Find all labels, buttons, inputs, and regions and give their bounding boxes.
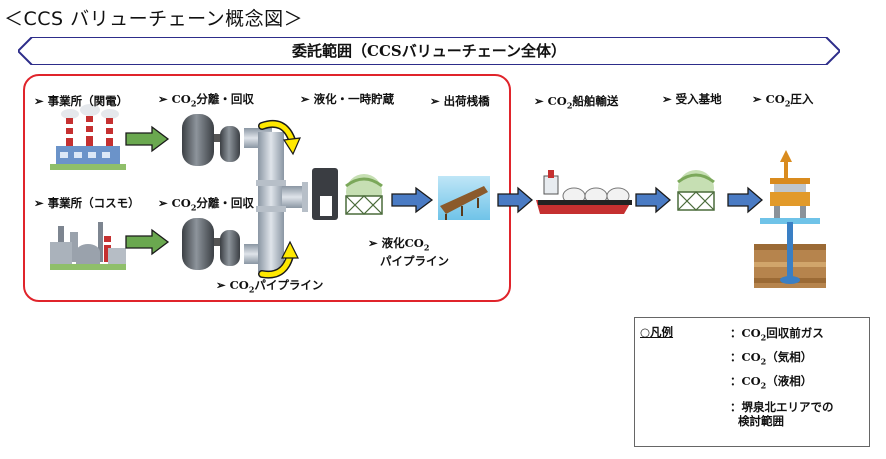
label-separation-2: ➢ CO2分離・回収 <box>158 196 254 213</box>
liquefaction-unit-icon <box>312 168 338 220</box>
legend-item-gas-phase: ：CO2（気相） <box>730 350 813 367</box>
label-pier: ➢ 出荷桟橋 <box>430 94 490 108</box>
separation-unit-1-icon <box>182 114 240 166</box>
pier-icon <box>438 176 490 220</box>
blue-arrow-1 <box>391 186 434 214</box>
yellow-arrow-1 <box>258 119 301 156</box>
legend-item-liquid-phase: ：CO2（液相） <box>730 374 813 391</box>
blue-arrow-4 <box>727 186 763 214</box>
injection-reservoir-icon <box>754 222 826 288</box>
lng-ship-icon <box>536 170 632 214</box>
label-injection: ➢ CO2圧入 <box>752 92 814 109</box>
label-gas-pipeline: ➢ CO2パイプライン <box>216 278 324 295</box>
blue-arrow-2 <box>497 186 533 214</box>
scope-band-label: 委託範囲（CCSバリューチェーン全体） <box>292 42 566 60</box>
storage-tank-1-icon <box>345 174 383 215</box>
yellow-arrow-2 <box>258 240 299 279</box>
legend-title: ○凡例 <box>640 325 674 339</box>
label-liquefaction: ➢ 液化・一時貯蔵 <box>300 92 395 106</box>
label-shipping: ➢ CO2船舶輸送 <box>534 94 619 111</box>
green-arrow-1 <box>125 125 170 153</box>
separation-unit-2-icon <box>182 218 240 270</box>
page-title: ＜CCS バリューチェーン概念図＞ <box>4 8 304 30</box>
scope-band-arrow <box>18 37 840 65</box>
factory-kanden-icon <box>50 104 126 170</box>
offshore-platform-icon <box>760 150 820 224</box>
legend-item-pre-capture-gas: ：CO2回収前ガス <box>730 326 824 343</box>
label-office-kanden: ➢ 事業所（関電） <box>34 94 129 108</box>
label-separation-1: ➢ CO2分離・回収 <box>158 92 254 109</box>
label-liquid-pipeline: ➢ 液化CO2 パイプライン <box>368 236 450 269</box>
label-office-cosmo: ➢ 事業所（コスモ） <box>34 196 140 210</box>
green-arrow-2 <box>125 228 170 256</box>
legend-item-study-scope: ：堺泉北エリアでの 検討範囲 <box>730 400 834 428</box>
label-receiving: ➢ 受入基地 <box>662 92 722 106</box>
legend-box <box>634 317 870 447</box>
sakai-senboku-scope-frame <box>23 74 511 302</box>
blue-arrow-3 <box>635 186 671 214</box>
gas-pipe-manifold <box>244 128 308 272</box>
factory-cosmo-icon <box>50 222 126 270</box>
storage-tank-2-icon <box>677 170 715 211</box>
